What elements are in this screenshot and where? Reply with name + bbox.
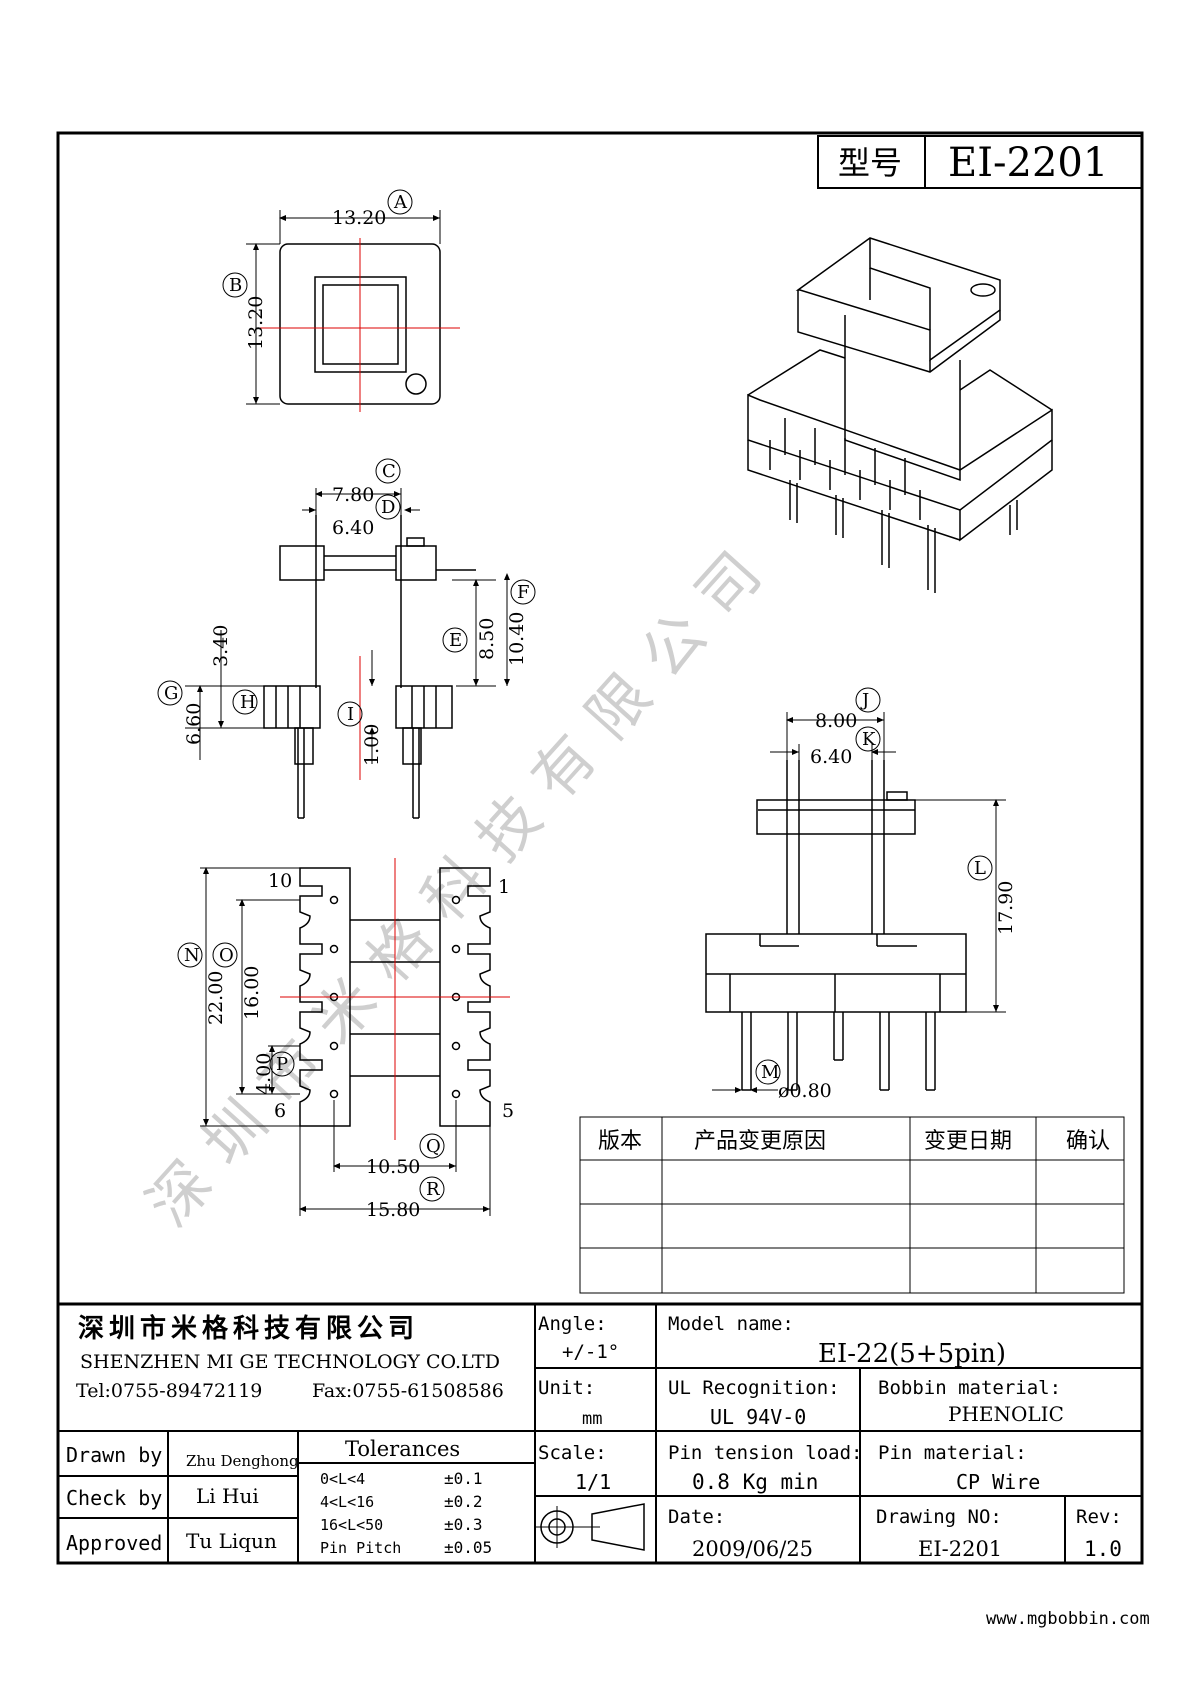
title-block [58, 1302, 1142, 1563]
dim-k-value: 6.40 [810, 746, 852, 768]
footer-url[interactable]: www.mgbobbin.com [986, 1609, 1150, 1629]
pin-1-label: 1 [498, 876, 510, 898]
date-value: 2009/06/25 [692, 1537, 813, 1561]
tol-range-1: 0<L<4 [320, 1470, 365, 1488]
rev-header-date: 变更日期 [924, 1129, 1012, 1154]
bobbin-value: PHENOLIC [948, 1402, 1064, 1426]
pin-6-label: 6 [274, 1100, 286, 1122]
pin-tension-value: 0.8 Kg min [692, 1470, 818, 1494]
pin-10-label: 10 [268, 870, 292, 892]
tol-value-1: ±0.1 [444, 1469, 483, 1488]
dim-l-value: 17.90 [995, 881, 1017, 935]
pin-tension-label: Pin tension load: [668, 1442, 862, 1464]
dim-k-letter: K [862, 729, 876, 750]
drawing-no-value: EI-2201 [918, 1537, 1002, 1561]
check-by-label: Check by [66, 1486, 162, 1510]
tol-range-2: 4<L<16 [320, 1493, 374, 1511]
model-name-label: Model name: [668, 1313, 794, 1335]
rev-label: Rev: [1076, 1506, 1122, 1528]
dim-e-letter: E [449, 630, 462, 651]
dim-p-value: 4.00 [253, 1053, 275, 1095]
dim-q-value: 10.50 [366, 1156, 420, 1178]
angle-label: Angle: [538, 1313, 607, 1335]
pin-material-value: CP Wire [956, 1470, 1040, 1494]
dim-p-letter: P [276, 1054, 288, 1075]
ul-value: UL 94V-0 [710, 1405, 806, 1429]
dim-b-letter: B [229, 275, 242, 296]
dim-g-letter: G [164, 683, 178, 704]
dim-a-value: 13.20 [332, 207, 386, 229]
drawn-by-value: Zhu Denghong [186, 1452, 299, 1470]
dim-i-value: 1.00 [361, 724, 383, 766]
company-fax: Fax:0755-61508586 [312, 1380, 504, 1402]
dim-j-value: 8.00 [815, 710, 857, 732]
dim-o-letter: O [219, 945, 234, 966]
dim-h-letter: H [240, 692, 256, 713]
check-by-value: Li Hui [196, 1484, 259, 1508]
dim-e-value: 8.50 [476, 618, 498, 660]
bobbin-label: Bobbin material: [878, 1377, 1061, 1399]
company-name-cn: 深圳市米格科技有限公司 [78, 1313, 419, 1344]
rev-value: 1.0 [1084, 1537, 1122, 1561]
bottom-view [177, 858, 510, 1216]
pin-material-label: Pin material: [878, 1442, 1027, 1464]
isometric-view [747, 237, 1053, 593]
model-box: 型号 EI-2201 [817, 135, 1143, 189]
top-view [222, 189, 460, 412]
rev-header-version: 版本 [598, 1129, 642, 1154]
dim-q-letter: Q [426, 1136, 441, 1157]
approved-label: Approved [66, 1531, 162, 1555]
dim-c-value: 7.80 [332, 484, 374, 506]
dim-a-letter: A [393, 192, 408, 213]
tol-range-3: 16<L<50 [320, 1516, 383, 1534]
dim-i-letter: I [347, 704, 354, 725]
dim-m-value: ø0.80 [778, 1080, 832, 1102]
company-tel: Tel:0755-89472119 [76, 1380, 262, 1402]
dim-h-value: 3.40 [210, 625, 232, 667]
dim-f-letter: F [517, 582, 530, 603]
rev-header-confirm: 确认 [1066, 1129, 1110, 1154]
company-name-en: SHENZHEN MI GE TECHNOLOGY CO.LTD [80, 1351, 500, 1373]
dim-l-letter: L [974, 858, 986, 879]
dim-n-value: 22.00 [205, 971, 227, 1025]
angle-value: +/-1° [562, 1341, 619, 1363]
dim-n-letter: N [184, 945, 200, 966]
approved-value: Tu Liqun [186, 1529, 277, 1553]
drawn-by-label: Drawn by [66, 1443, 162, 1467]
front-view [157, 458, 536, 819]
dim-b-value: 13.20 [245, 296, 267, 350]
dim-f-value: 10.40 [506, 612, 528, 666]
revision-table [579, 1116, 1125, 1294]
tol-range-4: Pin Pitch [320, 1539, 401, 1557]
dim-o-value: 16.00 [241, 966, 263, 1020]
rev-header-reason: 产品变更原因 [694, 1129, 826, 1154]
tol-value-4: ±0.05 [444, 1538, 492, 1557]
dim-g-value: 6.60 [183, 703, 205, 745]
scale-value: 1/1 [575, 1470, 611, 1494]
dim-j-letter: J [860, 690, 869, 711]
unit-label: Unit: [538, 1377, 595, 1399]
tol-value-2: ±0.2 [444, 1492, 483, 1511]
dim-c-letter: C [382, 461, 396, 482]
tolerances-title: Tolerances [345, 1437, 460, 1461]
sheet-border [56, 131, 1144, 1565]
model-name-value: EI-22(5+5pin) [818, 1339, 1006, 1369]
date-label: Date: [668, 1506, 725, 1528]
unit-value: mm [582, 1409, 602, 1429]
dim-r-letter: R [426, 1179, 440, 1200]
dim-m-letter: M [761, 1062, 779, 1083]
drawing-no-label: Drawing NO: [876, 1506, 1002, 1528]
dim-d-value: 6.40 [332, 517, 374, 539]
dim-d-letter: D [381, 497, 395, 518]
pin-5-label: 5 [502, 1100, 514, 1122]
scale-label: Scale: [538, 1442, 607, 1464]
model-value: EI-2201 [948, 140, 1108, 186]
ul-label: UL Recognition: [668, 1377, 840, 1399]
side-view [705, 687, 1006, 1093]
model-label: 型号 [838, 144, 902, 182]
dim-r-value: 15.80 [366, 1199, 420, 1221]
tol-value-3: ±0.3 [444, 1515, 483, 1534]
